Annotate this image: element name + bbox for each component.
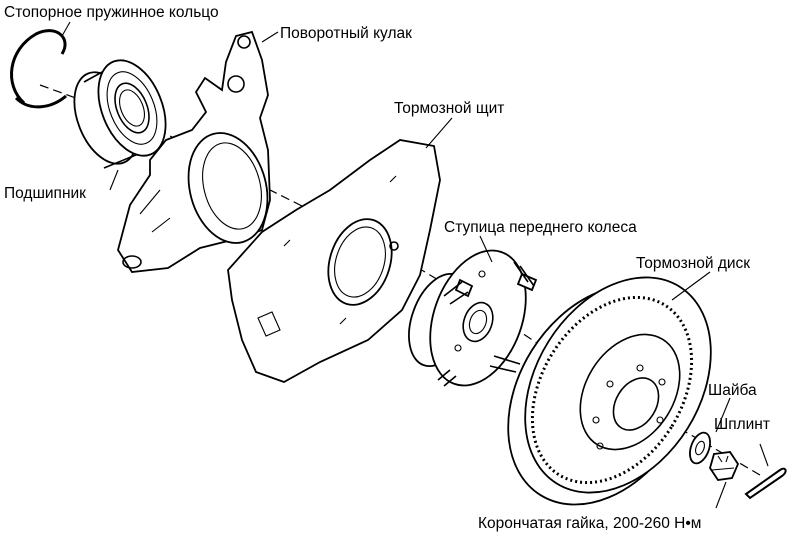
leader-castle-nut [715, 481, 727, 509]
front-wheel-hub [408, 249, 538, 387]
label-knuckle: Поворотный кулак [280, 25, 412, 42]
leader-knuckle [261, 31, 279, 43]
snap-ring [10, 29, 67, 109]
leader-snap-ring [61, 21, 71, 37]
brake-disc [507, 276, 712, 506]
label-bearing: Подшипник [4, 185, 86, 202]
label-brake-disc: Тормозной диск [636, 255, 750, 272]
leader-brake-disc [671, 271, 711, 301]
brake-shield [227, 139, 441, 383]
label-cotter-pin: Шплинт [714, 416, 770, 433]
leader-bearing [109, 169, 119, 191]
cotter-pin [744, 467, 787, 500]
leader-cotter-pin [759, 443, 769, 467]
washer [689, 431, 711, 465]
label-hub: Ступица переднего колеса [444, 219, 637, 236]
leader-brake-shield [425, 117, 453, 149]
label-washer: Шайба [708, 382, 757, 399]
steering-knuckle [117, 30, 271, 273]
leader-washer [715, 397, 731, 433]
label-snap-ring: Стопорное пружинное кольцо [4, 4, 219, 21]
label-brake-shield: Тормозной щит [394, 100, 504, 117]
leader-hub [479, 235, 493, 263]
bearing [73, 59, 172, 169]
castle-nut [709, 451, 740, 481]
label-castle-nut: Корончатая гайка, 200-260 Н•м [478, 515, 701, 532]
